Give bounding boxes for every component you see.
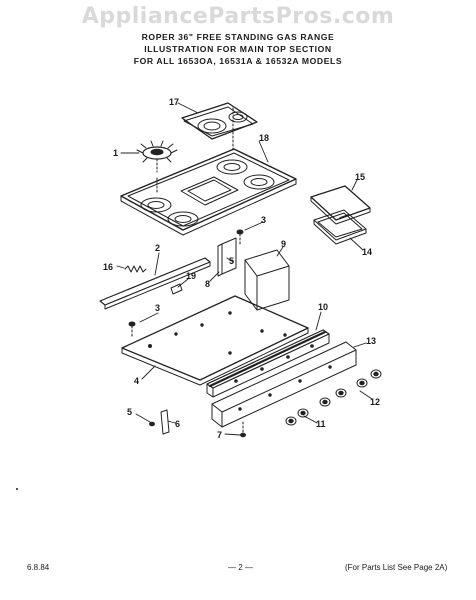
callout-12: 12 — [370, 397, 380, 407]
callout-7: 7 — [217, 430, 222, 440]
part-17-burner-grate[interactable] — [181, 102, 258, 140]
diagram-title-line-2: ILLUSTRATION FOR MAIN TOP SECTION — [144, 44, 332, 54]
part-5-bracket[interactable] — [217, 237, 237, 277]
stray-dot — [16, 488, 18, 490]
callout-9: 9 — [281, 239, 286, 249]
callout-8: 8 — [205, 279, 210, 289]
callout-15: 15 — [355, 172, 365, 182]
diagram-title-line-1: ROPER 36" FREE STANDING GAS RANGE — [141, 32, 335, 42]
callout-2: 2 — [155, 243, 160, 253]
callout-3-upper: 3 — [261, 215, 266, 225]
callout-16: 16 — [103, 262, 113, 272]
part-12-control-knobs[interactable] — [319, 369, 382, 407]
footer-parts-list-note: (For Parts List See Page 2A) — [345, 563, 448, 572]
callout-5-lower: 5 — [127, 407, 132, 417]
watermark: AppliancePartsPros.com — [81, 4, 395, 29]
diagram-title-line-3: FOR ALL 1653OA, 16531A & 16532A MODELS — [133, 56, 343, 66]
callout-18: 18 — [259, 133, 269, 143]
part-2-side-rail[interactable] — [99, 257, 211, 310]
part-18-main-cooktop[interactable] — [120, 107, 297, 236]
callout-10: 10 — [318, 302, 328, 312]
part-5-screw-lower[interactable] — [149, 421, 155, 427]
callout-14: 14 — [362, 247, 372, 257]
part-10-front-rail[interactable] — [206, 329, 330, 398]
part-3-screw-lower[interactable] — [128, 321, 136, 337]
part-1-burner-head[interactable] — [136, 140, 178, 173]
callout-6: 6 — [175, 419, 180, 429]
part-4-burner-box[interactable] — [121, 295, 309, 386]
part-19-clip[interactable] — [170, 283, 183, 295]
part-6-bracket[interactable] — [160, 409, 170, 435]
part-13-control-panel[interactable] — [211, 341, 357, 428]
callout-17: 17 — [169, 97, 179, 107]
callout-4: 4 — [134, 376, 139, 386]
callout-13: 13 — [366, 336, 376, 346]
callout-3-lower: 3 — [155, 303, 160, 313]
callout-1: 1 — [113, 148, 118, 158]
leader-lines — [116, 102, 373, 436]
part-14-griddle-tray[interactable] — [313, 209, 367, 245]
footer-page-number: — 2 — — [228, 563, 253, 572]
callout-11: 11 — [316, 419, 326, 429]
part-11-control-knobs[interactable] — [285, 408, 309, 426]
callout-5: 5 — [229, 256, 234, 266]
part-16-spring[interactable] — [124, 265, 147, 273]
callout-19: 19 — [186, 271, 196, 281]
part-9-rear-panel[interactable] — [244, 249, 290, 311]
part-3-screw-upper[interactable] — [236, 229, 244, 246]
part-7-screw[interactable] — [240, 421, 246, 438]
footer-date: 6.8.84 — [27, 563, 50, 572]
